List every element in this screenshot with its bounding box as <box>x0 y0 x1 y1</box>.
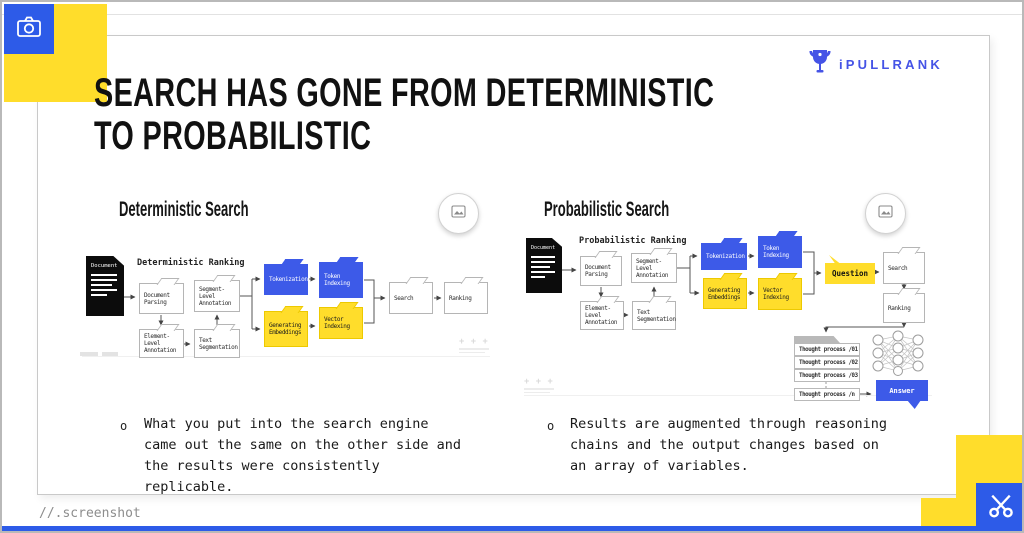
corner-yellow-bottom-right-step <box>921 498 956 530</box>
bullet-text-deterministic: What you put into the search engine came… <box>144 416 461 495</box>
bullet-marker: o <box>547 419 555 433</box>
node-document-parsing: Document Parsing <box>139 283 184 314</box>
thought-process-tab <box>794 336 840 343</box>
scissors-icon <box>986 490 1016 525</box>
flow-arrows-deterministic <box>124 276 442 347</box>
node-tokenization: Tokenization <box>701 243 747 270</box>
node-token-indexing: Token Indexing <box>758 236 802 268</box>
brand-name: iPULLRANK <box>839 57 943 72</box>
thought-row-2: Thought process /02 <box>794 356 860 369</box>
thought-row-3: Thought process /03 <box>794 369 860 382</box>
decor-bar <box>80 352 98 356</box>
heading-deterministic: Deterministic Search <box>119 198 249 221</box>
brand-logo: iPULLRANK <box>808 48 943 81</box>
footer-label: //.screenshot <box>39 506 141 521</box>
heading-probabilistic: Probabilistic Search <box>544 198 670 221</box>
trophy-icon <box>808 48 832 81</box>
camera-badge-button[interactable] <box>4 4 54 54</box>
page-title: SEARCH HAS GONE FROM DETERMINISTIC TO PR… <box>94 72 714 158</box>
node-segment-level-annotation: Segment-Level Annotation <box>194 280 240 312</box>
node-element-level-annotation: Element-Level Annotation <box>139 329 184 358</box>
flow-arrows-probabilistic <box>562 251 907 397</box>
node-tokenization: Tokenization <box>264 264 308 295</box>
document-icon-left: Document <box>86 256 124 316</box>
node-search: Search <box>883 252 925 284</box>
scissors-badge-button[interactable] <box>976 483 1022 531</box>
node-generating-embeddings: Generating Embeddings <box>264 311 308 347</box>
bottom-accent-strip <box>2 526 1022 531</box>
answer-label: Answer <box>889 386 915 395</box>
node-search: Search <box>389 282 433 314</box>
diagram-title-probabilistic: Probabilistic Ranking <box>579 236 687 246</box>
node-token-indexing: Token Indexing <box>319 262 363 298</box>
camera-icon <box>15 13 43 46</box>
thought-row-n: Thought process /n <box>794 388 860 401</box>
image-icon <box>451 204 466 223</box>
node-generating-embeddings: Generating Embeddings <box>703 278 747 309</box>
node-text-segmentation: Text Segmentation <box>632 301 676 330</box>
document-label: Document <box>91 263 118 269</box>
title-line-1: SEARCH HAS GONE FROM DETERMINISTIC <box>94 71 715 115</box>
image-circle-button-right[interactable] <box>865 193 906 234</box>
node-ranking: Ranking <box>883 293 925 323</box>
image-circle-button-left[interactable] <box>438 193 479 234</box>
neural-network-icon <box>870 330 926 381</box>
node-ranking: Ranking <box>444 282 488 314</box>
document-label: Document <box>531 245 556 251</box>
thought-row-1: Thought process /01 <box>794 343 860 356</box>
diagram-title-deterministic: Deterministic Ranking <box>137 258 245 268</box>
node-text-segmentation: Text Segmentation <box>194 329 240 358</box>
node-segment-level-annotation: Segment-Level Annotation <box>631 253 677 283</box>
title-line-2: TO PROBABILISTIC <box>94 114 372 158</box>
node-element-level-annotation: Element-Level Annotation <box>580 301 624 330</box>
node-vector-indexing: Vector Indexing <box>319 307 363 339</box>
node-document-parsing: Document Parsing <box>580 256 622 286</box>
decor-bar <box>102 352 118 356</box>
top-hairline <box>2 14 1022 15</box>
plus-marks-left: + + + <box>459 336 490 346</box>
node-vector-indexing: Vector Indexing <box>758 278 802 310</box>
plus-marks-right: + + + <box>524 376 555 386</box>
document-icon-right: Document <box>526 238 562 293</box>
question-label: Question <box>831 269 869 278</box>
bullet-text-probabilistic: Results are augmented through reasoning … <box>570 416 887 474</box>
bullet-marker: o <box>120 419 128 433</box>
answer-bubble: Answer <box>876 380 928 409</box>
image-icon <box>878 204 893 223</box>
question-bubble: Question <box>825 255 875 284</box>
